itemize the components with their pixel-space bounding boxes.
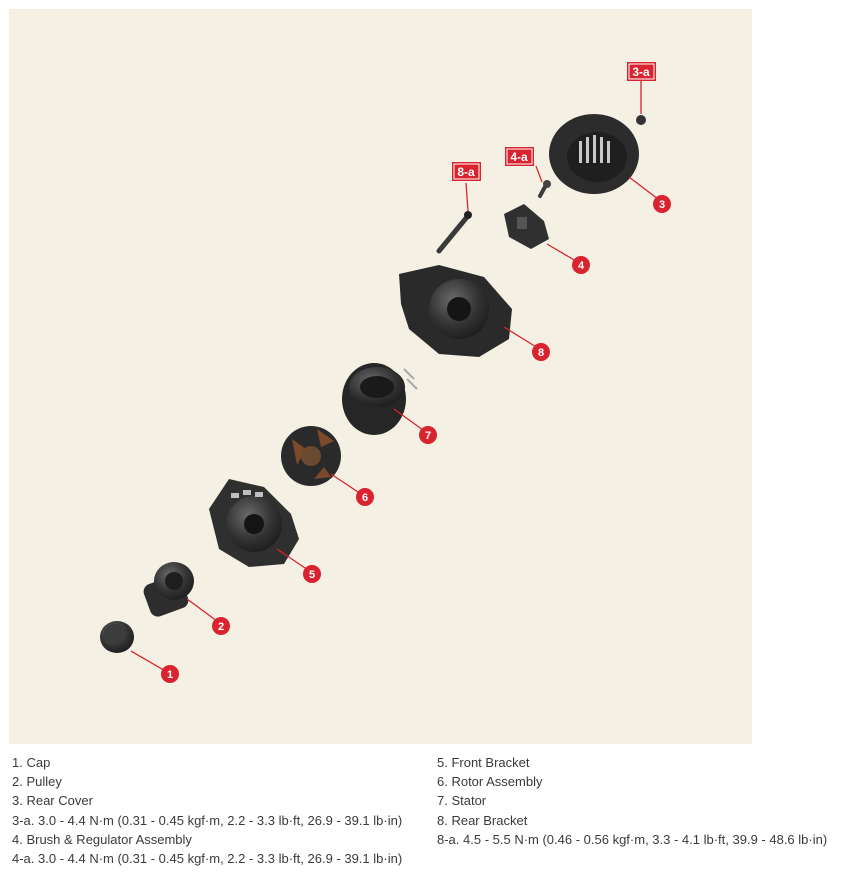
torque-tag-3a: 3-a bbox=[627, 62, 656, 81]
front-bracket-part bbox=[209, 479, 299, 567]
callout-1: 1 bbox=[161, 665, 179, 683]
svg-text:1: 1 bbox=[167, 669, 173, 681]
svg-text:3: 3 bbox=[659, 199, 665, 211]
legend-item-torque-4a: 4-a. 3.0 - 4.4 N·m (0.31 - 0.45 kgf·m, 2… bbox=[12, 851, 403, 867]
screw-3a-part bbox=[636, 115, 646, 125]
legend-item-torque-3a: 3-a. 3.0 - 4.4 N·m (0.31 - 0.45 kgf·m, 2… bbox=[12, 812, 403, 828]
exploded-diagram: 1 2 3 4 5 6 7 8 3-a 4-a 8-a bbox=[9, 9, 752, 744]
callout-7: 7 bbox=[419, 426, 437, 444]
svg-text:4: 4 bbox=[578, 260, 585, 272]
legend-item-cap: 1. Cap bbox=[12, 755, 51, 770]
callout-3: 3 bbox=[653, 195, 671, 213]
svg-text:6: 6 bbox=[362, 492, 368, 504]
rear-bracket-part bbox=[399, 265, 512, 357]
legend-item-torque-8a: 8-a. 4.5 - 5.5 N·m (0.46 - 0.56 kgf·m, 3… bbox=[437, 831, 828, 847]
legend-item-rear-bracket: 8. Rear Bracket bbox=[437, 812, 528, 828]
callout-5: 5 bbox=[303, 565, 321, 583]
svg-text:5: 5 bbox=[309, 569, 315, 581]
svg-text:2: 2 bbox=[218, 621, 224, 633]
legend-right: 5. Front Bracket 6. Rotor Assembly 7. St… bbox=[437, 753, 827, 849]
legend-left: 1. Cap 2. Pulley 3. Rear Cover 3-a. 3.0 … bbox=[12, 753, 402, 868]
legend-item-stator: 7. Stator bbox=[437, 793, 487, 809]
bolt-8a-part bbox=[436, 211, 472, 254]
legend-item-rotor-assembly: 6. Rotor Assembly bbox=[437, 774, 543, 790]
legend-item-front-bracket: 5. Front Bracket bbox=[437, 755, 530, 770]
torque-tag-8a: 8-a bbox=[452, 162, 481, 181]
legend-item-brush-regulator: 4. Brush & Regulator Assembly bbox=[12, 831, 192, 847]
svg-text:8: 8 bbox=[538, 347, 544, 359]
rear-cover-part bbox=[549, 114, 639, 194]
stator-part bbox=[342, 363, 418, 435]
svg-text:7: 7 bbox=[425, 430, 431, 442]
pulley-part bbox=[143, 562, 194, 617]
cap-part bbox=[100, 621, 134, 653]
callout-8: 8 bbox=[532, 343, 550, 361]
legend-item-rear-cover: 3. Rear Cover bbox=[12, 793, 93, 809]
callout-6: 6 bbox=[356, 488, 374, 506]
screw-4a-part bbox=[538, 180, 551, 198]
callout-2: 2 bbox=[212, 617, 230, 635]
svg-text:4-a: 4-a bbox=[510, 150, 528, 164]
brush-regulator-part bbox=[504, 204, 549, 249]
callout-4: 4 bbox=[572, 256, 590, 274]
svg-text:8-a: 8-a bbox=[457, 165, 475, 179]
rotor-assembly-part bbox=[281, 426, 341, 486]
svg-text:3-a: 3-a bbox=[632, 65, 650, 79]
legend-item-pulley: 2. Pulley bbox=[12, 774, 62, 790]
torque-tag-4a: 4-a bbox=[505, 147, 534, 166]
